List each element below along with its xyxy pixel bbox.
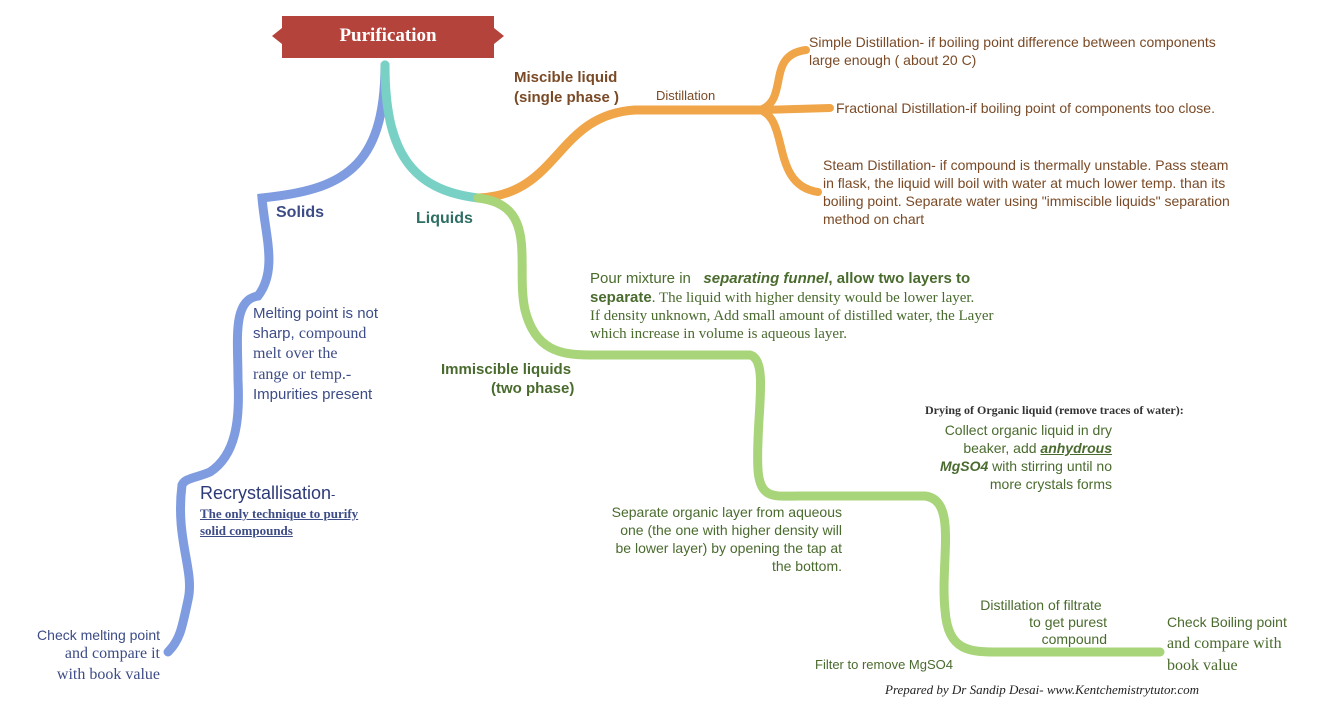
drying-line-4: more crystals forms — [989, 476, 1112, 492]
drying-line-2: beaker, add anhydrous — [963, 440, 1112, 456]
pour-mixture-line-4: which increase in volume is aqueous laye… — [590, 326, 848, 342]
title-text: Purification — [339, 25, 437, 46]
steam-distillation-line-2: in flask, the liquid will boil with wate… — [823, 175, 1226, 191]
recrystallisation-note-2: solid compounds — [200, 523, 293, 538]
check-melting-point-line-1: Check melting point — [37, 627, 160, 643]
drying-line-3: MgSO4 with stirring until no — [940, 458, 1112, 474]
distillation-filtrate-line-1: Distillation of filtrate — [980, 597, 1102, 613]
recrystallisation-label: Recrystallisation- — [200, 483, 336, 503]
miscible-branch — [473, 105, 765, 203]
recrystallisation-note-1: The only technique to purify — [200, 506, 359, 521]
simple-distillation-line-1: Simple Distillation- if boiling point di… — [809, 34, 1216, 50]
distillation-filtrate-line-2: to get purest — [1029, 614, 1107, 630]
immiscible-label-2: (two phase) — [491, 380, 575, 397]
pour-mixture-line-3: If density unknown, Add small amount of … — [590, 308, 994, 324]
title-box: Purification — [272, 14, 504, 60]
solids-branch — [163, 60, 390, 657]
melting-point-line-5: Impurities present — [253, 386, 373, 403]
liquids-branch — [380, 60, 483, 203]
steam-distillation-line-4: method on chart — [823, 211, 925, 227]
distillation-label: Distillation — [656, 88, 716, 103]
simple-distillation-line-2: large enough ( about 20 C) — [809, 52, 977, 68]
steam-distillation-branch — [756, 106, 822, 196]
drying-line-1: Collect organic liquid in dry — [944, 422, 1112, 438]
drying-title: Drying of Organic liquid (remove traces … — [925, 403, 1184, 417]
immiscible-branch — [473, 193, 1165, 657]
steam-distillation-line-3: boiling point. Separate water using "imm… — [823, 193, 1230, 209]
filter-text: Filter to remove MgSO4 — [815, 657, 953, 672]
check-melting-point-line-3: with book value — [56, 666, 160, 683]
check-boiling-point-line-1: Check Boiling point — [1167, 614, 1287, 630]
miscible-label-2: (single phase ) — [514, 89, 620, 106]
separate-line-2: one (the one with higher density will — [620, 522, 842, 538]
check-melting-point-line-2: and compare it — [64, 645, 160, 662]
steam-distillation-line-1: Steam Distillation- if compound is therm… — [823, 157, 1229, 173]
credit-text: Prepared by Dr Sandip Desai- www.Kentche… — [885, 682, 1200, 697]
solids-label: Solids — [276, 204, 325, 221]
fractional-distillation-branch — [756, 104, 834, 114]
melting-point-line-3: melt over the — [253, 345, 338, 362]
separate-line-1: Separate organic layer from aqueous — [611, 504, 842, 520]
check-boiling-point-line-3: book value — [1167, 657, 1238, 674]
separate-line-3: be lower layer) by opening the tap at — [615, 540, 842, 556]
pour-mixture-line-1: Pour mixture in separating funnel, allow… — [590, 270, 971, 287]
check-boiling-point-line-2: and compare with — [1167, 635, 1282, 652]
distillation-filtrate-line-3: compound — [1041, 631, 1107, 647]
melting-point-line-2: sharp, compound — [253, 325, 367, 342]
melting-point-line-4: range or temp.- — [253, 366, 352, 383]
melting-point-line-1: Melting point is not — [253, 305, 379, 322]
pour-mixture-line-2: separate. The liquid with higher density… — [590, 289, 975, 306]
separate-line-4: the bottom. — [771, 558, 842, 574]
simple-distillation-branch — [756, 46, 810, 114]
immiscible-label-1: Immiscible liquids — [441, 361, 572, 378]
title-shape — [272, 16, 504, 58]
miscible-label-1: Miscible liquid — [514, 69, 618, 86]
fractional-distillation-text: Fractional Distillation-if boiling point… — [836, 100, 1215, 116]
liquids-label: Liquids — [416, 210, 473, 227]
